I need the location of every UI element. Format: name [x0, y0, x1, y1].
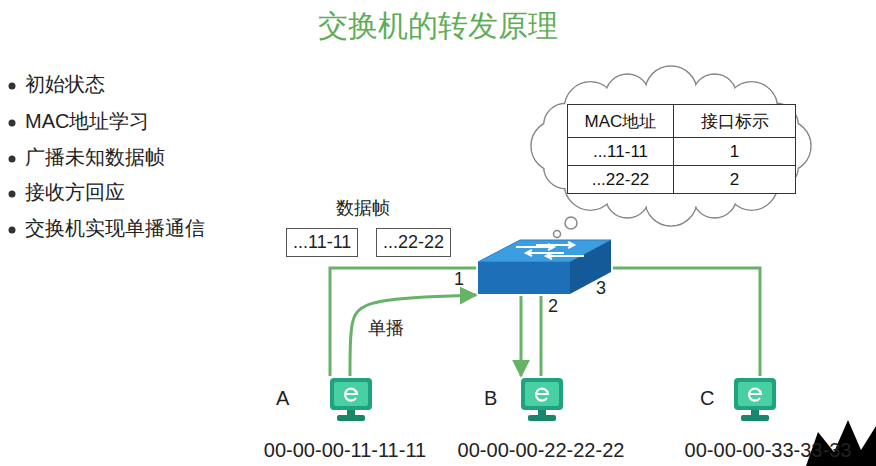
mac-table: MAC地址接口标示...11-111...22-222 — [567, 104, 796, 194]
switch-front — [478, 262, 570, 294]
computer: C00-00-00-33-33-33 — [732, 376, 778, 422]
stand — [347, 410, 355, 415]
switch-icon — [476, 238, 613, 296]
stand — [538, 410, 546, 415]
switch: 123 — [476, 238, 613, 296]
thought-bubble — [554, 231, 561, 238]
switch-arrow — [546, 253, 584, 259]
screen-logo — [345, 389, 357, 401]
computer: B00-00-00-22-22-22 — [519, 376, 565, 422]
computer-icon — [732, 376, 778, 422]
base — [337, 415, 365, 421]
link-line — [330, 268, 476, 376]
bullet-text: 广播未知数据帧 — [25, 145, 165, 169]
table-cell: ...22-22 — [568, 166, 674, 194]
mac-address: 00-00-00-11-11-11 — [264, 438, 426, 462]
computer: A00-00-00-11-11-11 — [328, 376, 374, 422]
computer-icon — [519, 376, 565, 422]
monitor — [330, 378, 372, 410]
link-line — [540, 296, 543, 376]
host-name: C — [700, 386, 714, 410]
screen — [334, 382, 368, 406]
switch-arrow — [536, 242, 574, 248]
stand — [751, 410, 759, 415]
port-number: 2 — [548, 296, 558, 318]
frame-text: ...11-11 — [293, 232, 351, 252]
thought-bubble — [565, 217, 577, 229]
frame-caption: 数据帧 — [336, 198, 390, 220]
bullet-text: 交换机实现单播通信 — [25, 216, 205, 240]
mac-address: 00-00-00-33-33-33 — [685, 438, 852, 462]
bullet-dot — [9, 156, 16, 163]
bullet-dots — [9, 83, 16, 234]
monitor — [521, 378, 563, 410]
bullet-text: 初始状态 — [25, 72, 105, 96]
frame-box: ...11-11 — [286, 228, 358, 257]
bullet-dot — [9, 120, 16, 127]
screen — [738, 382, 772, 406]
port-number: 3 — [596, 278, 606, 300]
flow-arrow — [520, 296, 523, 376]
bullet-text: MAC地址学习 — [25, 109, 149, 133]
bullet-dot — [9, 191, 16, 198]
thought-cloud: MAC地址接口标示...11-111...22-222 — [540, 72, 802, 220]
host-name: B — [484, 386, 497, 410]
mac-address: 00-00-00-22-22-22 — [458, 438, 625, 462]
base — [741, 415, 769, 421]
bullet-text: 接收方回应 — [25, 180, 125, 204]
computer-icon — [328, 376, 374, 422]
port-number: 1 — [454, 269, 464, 291]
edge-label: 单播 — [366, 318, 406, 340]
screen-logo — [749, 389, 761, 401]
bullet-dot — [9, 83, 16, 90]
screen — [525, 382, 559, 406]
bullet-dot — [9, 227, 16, 234]
monitor — [734, 378, 776, 410]
table-cell: 2 — [674, 166, 796, 194]
table-header: 接口标示 — [674, 105, 796, 138]
frame-text: ...22-22 — [383, 232, 444, 252]
link-line — [613, 268, 760, 376]
host-name: A — [276, 386, 289, 410]
slide-title: 交换机的转发原理 — [0, 8, 876, 44]
table-header: MAC地址 — [568, 105, 674, 138]
table-cell: ...11-11 — [568, 138, 674, 166]
base — [528, 415, 556, 421]
screen-logo — [536, 389, 548, 401]
flow-arrow — [350, 295, 476, 376]
frame-box: ...22-22 — [376, 228, 451, 257]
table-cell: 1 — [674, 138, 796, 166]
